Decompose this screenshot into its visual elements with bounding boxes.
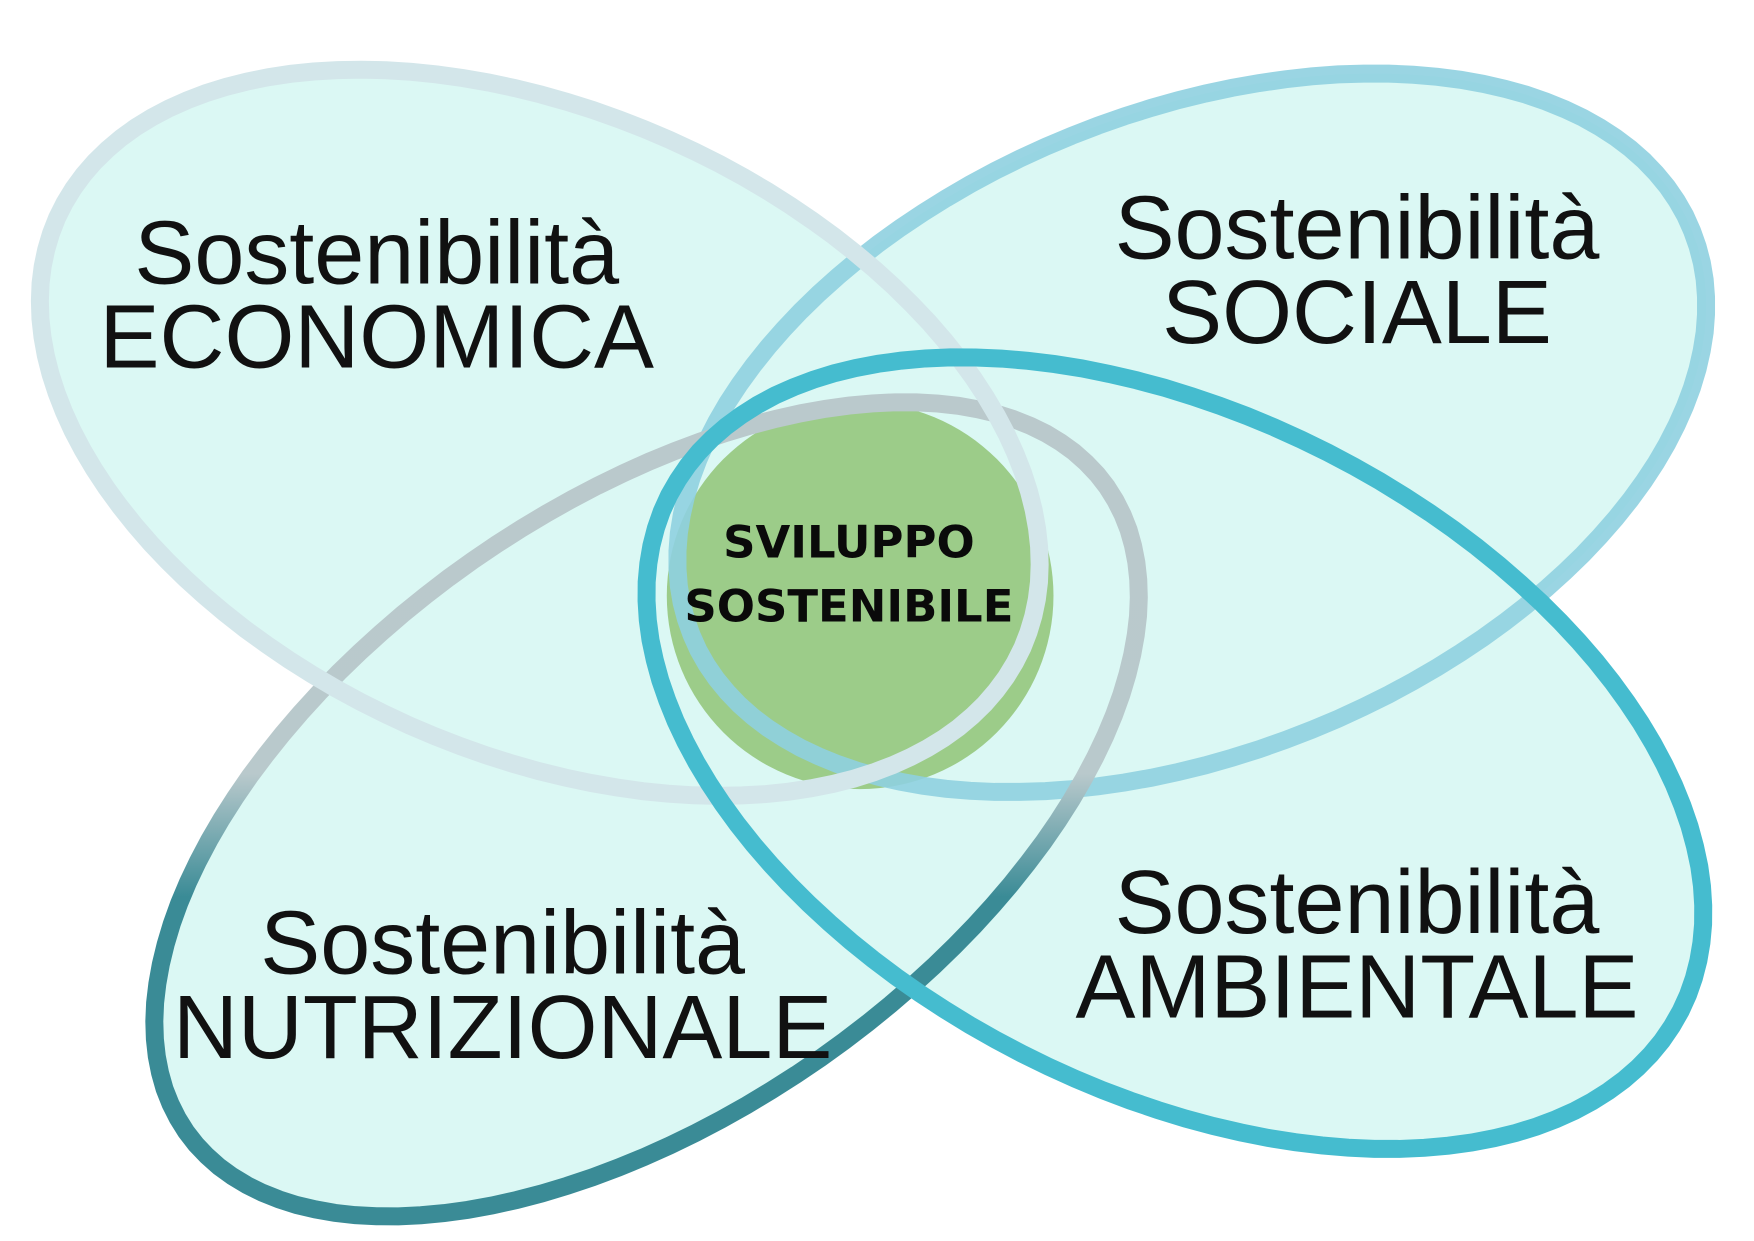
label-sociale: Sostenibilità SOCIALE: [1115, 179, 1600, 363]
label-ambientale: Sostenibilità AMBIENTALE: [1076, 853, 1639, 1037]
nutrizionale-line2: NUTRIZIONALE: [173, 978, 832, 1078]
economica-line1: Sostenibilità: [134, 203, 619, 303]
economica-line2: ECONOMICA: [100, 288, 654, 388]
economica-ring: [30, 60, 1049, 805]
label-economica: Sostenibilità ECONOMICA: [100, 203, 654, 387]
sociale-ring: [668, 64, 1716, 801]
nutrizionale-line1: Sostenibilità: [260, 893, 745, 993]
sociale-line1: Sostenibilità: [1115, 179, 1600, 279]
center-label: SVILUPPO SOSTENIBILE: [684, 516, 1013, 633]
ellipse-fills: [39, 69, 1707, 1217]
label-nutrizionale: Sostenibilità NUTRIZIONALE: [173, 893, 832, 1077]
ambientale-ring: [637, 348, 1713, 1158]
center-line1: SVILUPPO: [723, 516, 975, 569]
ambientale-line2: AMBIENTALE: [1076, 937, 1639, 1037]
center-circle: [666, 402, 1054, 790]
ambientale-line1: Sostenibilità: [1115, 853, 1600, 953]
center-line2: SOSTENIBILE: [684, 580, 1013, 633]
sociale-line2: SOCIALE: [1162, 263, 1552, 363]
